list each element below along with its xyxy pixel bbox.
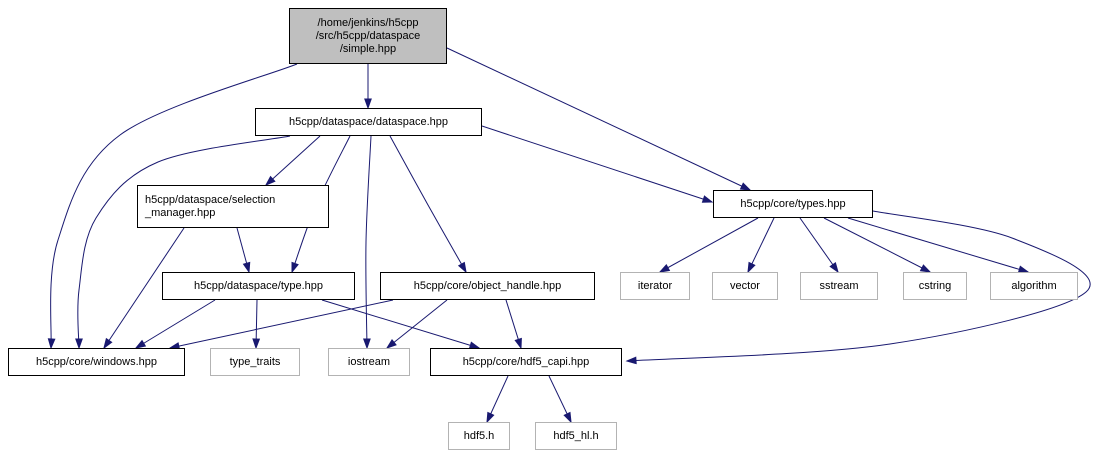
node-object_handle[interactable]: h5cpp/core/object_handle.hpp (380, 272, 595, 300)
arrowhead (457, 261, 467, 274)
node-label-line: cstring (918, 279, 952, 292)
edge-dtype-hdf5_capi (321, 299, 481, 349)
node-label-line: algorithm (1011, 279, 1057, 292)
node-hdf5_capi[interactable]: h5cpp/core/hdf5_capi.hpp (430, 348, 622, 376)
node-label-line: h5cpp/dataspace/type.hpp (193, 279, 324, 292)
arrowhead (47, 338, 56, 350)
edge-hdf5_capi-hdf5_h (486, 375, 509, 424)
arrowhead (919, 264, 932, 273)
edge-selection_manager-windows (103, 227, 185, 350)
node-label-line: /src/h5cpp/dataspace (315, 29, 421, 42)
arrowhead (363, 338, 371, 350)
arrowhead (252, 338, 261, 350)
arrowhead (747, 261, 756, 274)
edge-object_handle-hdf5_capi (505, 299, 522, 350)
node-windows[interactable]: h5cpp/core/windows.hpp (8, 348, 185, 376)
edge-selection_manager-dtype (236, 227, 251, 274)
node-label-line: iterator (637, 279, 673, 292)
arrowhead (486, 411, 495, 424)
node-iterator: iterator (620, 272, 690, 300)
edge-simple-types (446, 47, 752, 191)
edge-dtype-type_traits (252, 299, 261, 350)
arrowhead (563, 411, 572, 424)
node-vector: vector (712, 272, 778, 300)
node-hdf5_hl_h: hdf5_hl.h (535, 422, 617, 450)
arrowhead (264, 175, 276, 187)
node-label-line: hdf5_hl.h (553, 429, 599, 442)
node-dataspace[interactable]: h5cpp/dataspace/dataspace.hpp (255, 108, 482, 136)
arrowhead (364, 98, 372, 110)
arrowhead (625, 356, 637, 365)
edge-dataspace-selection_manager (264, 135, 321, 187)
node-cstring: cstring (903, 272, 967, 300)
arrowhead (75, 338, 83, 350)
arrowhead (134, 339, 147, 349)
node-sstream: sstream (800, 272, 878, 300)
node-label-line: h5cpp/dataspace/dataspace.hpp (288, 115, 449, 128)
edge-hdf5_capi-hdf5_hl_h (548, 375, 572, 424)
node-label-line: /simple.hpp (339, 42, 397, 55)
arrowhead (658, 263, 671, 273)
arrowhead (739, 182, 752, 191)
arrowhead (514, 337, 522, 350)
node-label-line: h5cpp/dataspace/selection (145, 193, 276, 206)
arrowhead (291, 261, 299, 274)
edge-types-sstream (799, 217, 839, 274)
edge-dtype-windows (134, 299, 216, 349)
edge-types-vector (747, 217, 775, 274)
node-iostream: iostream (328, 348, 410, 376)
node-hdf5_h: hdf5.h (448, 422, 510, 450)
edge-types-iterator (658, 217, 759, 273)
node-simple: /home/jenkins/h5cpp/src/h5cpp/dataspace/… (289, 8, 447, 64)
node-label-line: hdf5.h (463, 429, 495, 442)
node-label-line: iostream (347, 355, 391, 368)
node-label-line: h5cpp/core/object_handle.hpp (413, 279, 562, 292)
edge-types-hdf5_capi (625, 210, 1091, 365)
edge-object_handle-iostream (385, 299, 448, 349)
node-types[interactable]: h5cpp/core/types.hpp (713, 190, 873, 218)
edge-simple-dataspace (364, 64, 372, 110)
node-label-line: h5cpp/core/types.hpp (740, 197, 846, 210)
node-algorithm: algorithm (990, 272, 1078, 300)
node-label-line: vector (730, 279, 760, 292)
node-label-line: type_traits (229, 355, 281, 368)
node-dtype[interactable]: h5cpp/dataspace/type.hpp (162, 272, 355, 300)
edge-types-cstring (823, 217, 932, 273)
arrowhead (103, 337, 113, 350)
node-label-line: h5cpp/core/windows.hpp (35, 355, 158, 368)
arrowhead (701, 195, 714, 203)
arrowhead (242, 261, 251, 274)
arrowhead (385, 339, 397, 349)
edge-dataspace-windows (75, 135, 291, 350)
node-label-line: sstream (819, 279, 859, 292)
node-selection_manager[interactable]: h5cpp/dataspace/selection_manager.hpp (137, 185, 329, 228)
edge-dataspace-types (481, 125, 714, 203)
node-label-line: /home/jenkins/h5cpp (317, 16, 419, 29)
node-label-line: h5cpp/core/hdf5_capi.hpp (462, 355, 590, 368)
arrowhead (829, 261, 839, 274)
node-type_traits: type_traits (210, 348, 300, 376)
edge-dataspace-iostream (363, 135, 372, 350)
edge-dataspace-object_handle (389, 135, 467, 274)
node-label-line: _manager.hpp (145, 206, 216, 219)
edge-simple-windows (47, 63, 298, 350)
edge-types-algorithm (847, 217, 1030, 274)
